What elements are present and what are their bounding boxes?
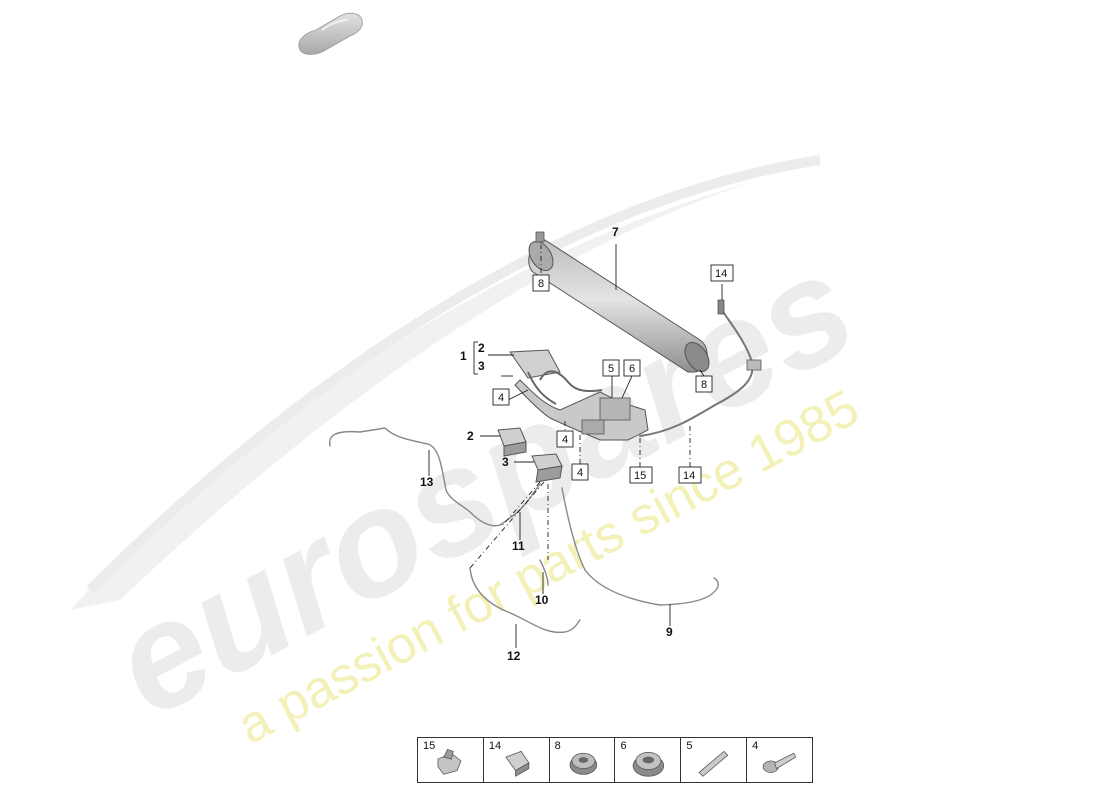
leader-lines [428,244,723,648]
legend-cell-14[interactable]: 14 [484,738,550,782]
legend-num: 15 [423,740,436,752]
callout-10: 10 [535,593,549,607]
clip-icon [437,749,462,775]
parts-legend: 15 14 8 6 5 4 [417,737,813,783]
callout-8-a: 8 [538,278,544,290]
callout-8-b: 8 [701,379,707,391]
callout-2: 2 [467,429,474,443]
legend-num: 4 [752,740,759,752]
watermark: eurospares a passion for parts since 198… [70,155,879,756]
grommet-large-icon [633,751,665,777]
callout-1-sub-3: 3 [478,359,485,373]
callout-9: 9 [666,625,673,639]
charcoal-canister [528,231,710,373]
pin-icon [698,750,729,777]
callout-3: 3 [502,455,509,469]
legend-num: 8 [554,740,561,752]
legend-num: 6 [620,740,627,752]
screw-icon [762,752,797,773]
callout-13: 13 [420,475,434,489]
callout-1-sub-2: 2 [478,341,485,355]
legend-cell-5[interactable]: 5 [681,738,748,782]
callouts: 1 2 3 2 3 7 13 11 10 9 12 4 4 4 5 6 8 8 … [420,225,734,663]
callout-5: 5 [608,363,614,375]
legend-cell-4[interactable]: 4 [747,738,812,782]
callout-6: 6 [629,363,635,375]
legend-cell-15[interactable]: 15 [418,738,484,782]
valve-2 [497,427,527,457]
holder-icon [505,750,530,777]
legend-cell-8[interactable]: 8 [550,738,616,782]
callout-1: 1 [460,349,467,363]
legend-num: 5 [686,740,693,752]
callout-14-a: 14 [715,268,727,280]
callout-11: 11 [512,539,525,553]
bracket-assembly [509,349,649,441]
callout-14-b: 14 [683,470,695,482]
callout-4-b: 4 [562,434,568,446]
callout-4-a: 4 [498,392,504,404]
valve-3 [531,453,563,483]
callout-15: 15 [634,470,646,482]
callout-12: 12 [507,649,521,663]
grommet-icon [569,752,597,775]
vent-tube [639,299,762,437]
hose-lines [328,427,719,634]
callout-7: 7 [612,225,619,239]
callout-4-c: 4 [577,467,583,479]
car-thumbnail-icon [298,12,363,55]
legend-num: 14 [488,740,502,752]
legend-cell-6[interactable]: 6 [615,738,682,782]
